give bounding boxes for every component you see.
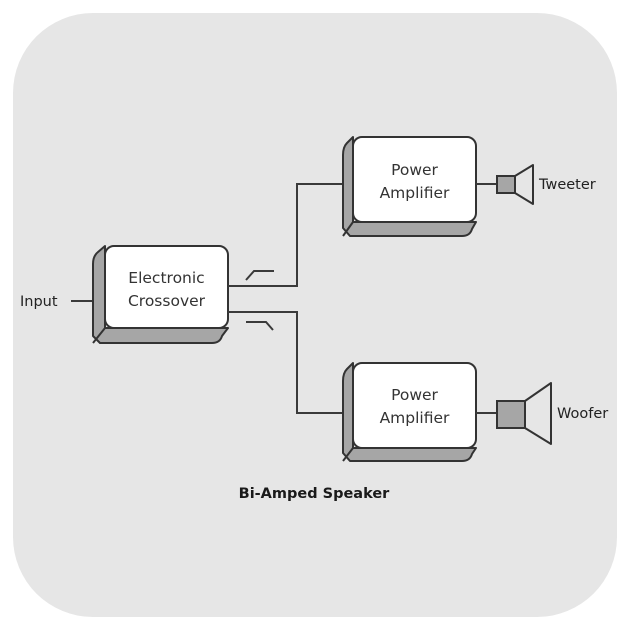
high-pass-filter-icon xyxy=(245,270,274,281)
amp-top-face xyxy=(352,136,477,223)
high-pass-wire xyxy=(228,183,343,287)
amp-bottom-face xyxy=(352,362,477,449)
low-pass-filter-icon xyxy=(246,321,274,331)
tweeter-cone xyxy=(514,164,534,205)
woofer-magnet xyxy=(496,400,526,429)
amp-top-bevel-edge xyxy=(342,221,354,237)
power-amplifier-top: Power Amplifier xyxy=(342,136,477,237)
amp-top-shadow xyxy=(342,136,477,237)
amp-top-label-line1: Power xyxy=(391,161,438,179)
crossover-shadow xyxy=(92,245,229,344)
low-pass-wire xyxy=(228,311,343,414)
crossover-label-line2: Crossover xyxy=(128,292,206,310)
input-label: Input xyxy=(20,294,58,310)
tweeter-magnet xyxy=(496,175,516,194)
amp-bottom-bevel-edge xyxy=(342,447,354,462)
woofer-speaker-icon xyxy=(496,382,552,445)
amp-top-label-line2: Amplifier xyxy=(380,184,450,202)
amp-bottom-label-line2: Amplifier xyxy=(380,409,450,427)
amp-bottom-shadow xyxy=(342,362,477,462)
crossover-bevel-edge xyxy=(92,327,106,344)
power-amplifier-bottom: Power Amplifier xyxy=(342,362,477,462)
tweeter-speaker-icon xyxy=(496,164,534,205)
crossover-face xyxy=(104,245,229,329)
tweeter-label: Tweeter xyxy=(538,177,596,193)
amp-bottom-label-line1: Power xyxy=(391,386,438,404)
diagram-title: Bi-Amped Speaker xyxy=(239,486,391,502)
woofer-cone xyxy=(524,382,552,445)
woofer-label: Woofer xyxy=(557,406,608,422)
crossover-label-line1: Electronic xyxy=(128,269,204,287)
electronic-crossover-block: Electronic Crossover xyxy=(92,245,229,344)
